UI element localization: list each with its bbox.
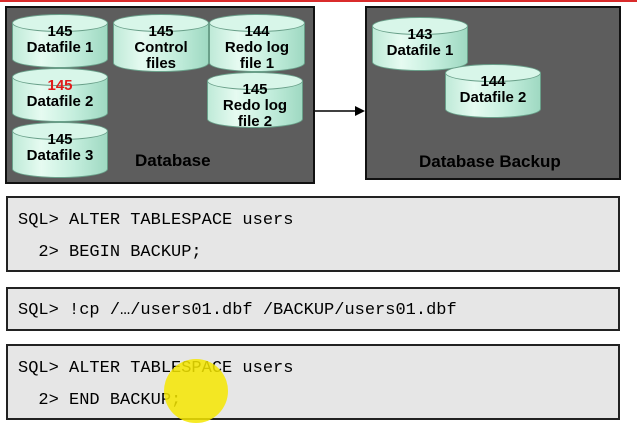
sql-line: SQL> ALTER TABLESPACE users (18, 359, 294, 378)
redo-log-2-scn: 145 (242, 81, 268, 98)
cursor-highlight-icon (164, 359, 228, 423)
sql-line: SQL> ALTER TABLESPACE users (18, 211, 294, 230)
backup-datafile-2-name: Datafile 2 (459, 89, 527, 106)
backup-datafile-2-scn: 144 (480, 73, 506, 90)
copy-arrow (315, 106, 365, 116)
sql-line: SQL> !cp /…/users01.dbf /BACKUP/users01.… (18, 301, 457, 320)
control-files-name: Control files (134, 39, 188, 72)
datafile-1-scn: 145 (47, 23, 73, 40)
backup-datafile-1-name: Datafile 1 (386, 42, 454, 59)
redo-log-1-name: Redo log file 1 (224, 39, 290, 72)
top-rule (0, 0, 637, 2)
control-files-scn: 145 (148, 23, 174, 40)
sql-line: 2> BEGIN BACKUP; (18, 243, 202, 262)
redo-log-1-scn: 144 (244, 23, 270, 40)
database-label: Database (135, 151, 211, 170)
sql-line: 2> END BACKUP; (18, 391, 182, 410)
copy-file-sql: SQL> !cp /…/users01.dbf /BACKUP/users01.… (6, 287, 620, 331)
begin-backup-sql: SQL> ALTER TABLESPACE users 2> BEGIN BAC… (6, 196, 620, 272)
redo-log-2-name: Redo log file 2 (222, 97, 288, 130)
datafile-2-name: Datafile 2 (26, 93, 94, 110)
datafile-2-scn: 145 (47, 77, 73, 94)
datafile-3-name: Datafile 3 (26, 147, 94, 164)
datafile-3-scn: 145 (47, 131, 73, 148)
end-backup-sql: SQL> ALTER TABLESPACE users 2> END BACKU… (6, 344, 620, 420)
datafile-1-name: Datafile 1 (26, 39, 94, 56)
backup-datafile-1-scn: 143 (407, 26, 433, 43)
backup-label: Database Backup (419, 152, 561, 171)
